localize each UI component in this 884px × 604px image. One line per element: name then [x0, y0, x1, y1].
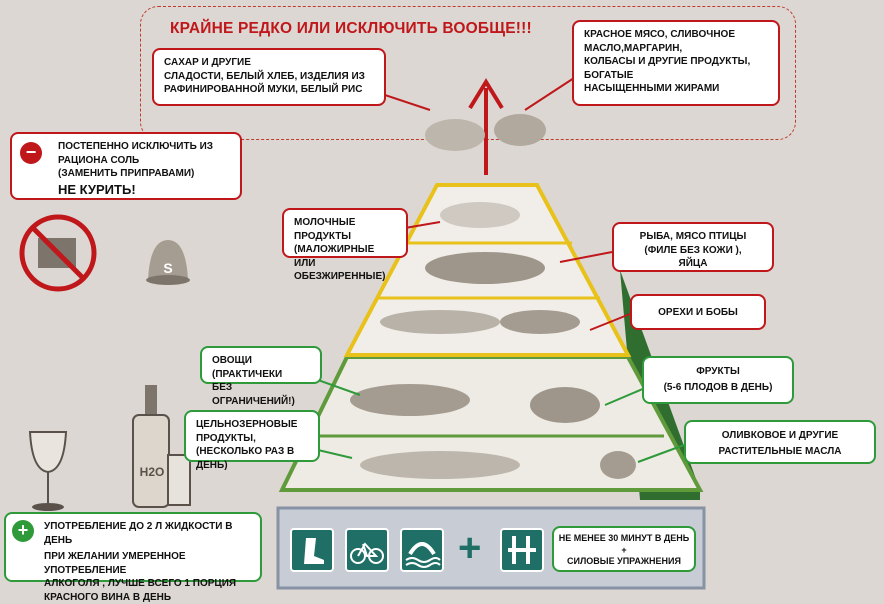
callout-line: ЦЕЛЬНОЗЕРНОВЫЕ	[196, 418, 308, 432]
no-smoking-icon	[22, 217, 94, 289]
callout-sugar: САХАР И ДРУГИЕ СЛАДОСТИ, БЕЛЫЙ ХЛЕБ, ИЗД…	[152, 48, 386, 106]
callout-line: НАСЫЩЕННЫМИ ЖИРАМИ	[584, 82, 768, 96]
callout-line: ФРУКТЫ	[654, 364, 782, 380]
callout-line: ПОСТЕПЕННО ИСКЛЮЧИТЬ ИЗ	[58, 140, 230, 154]
callout-vegetables: ОВОЩИ (ПРАКТИЧЕКИ БЕЗ ОГРАНИЧЕНИЙ!)	[200, 346, 322, 384]
callout-line: (ФИЛЕ БЕЗ КОЖИ ),	[624, 244, 762, 258]
sweets-sketch	[425, 119, 485, 151]
callout-red-meat: КРАСНОЕ МЯСО, СЛИВОЧНОЕ МАСЛО,МАРГАРИН, …	[572, 20, 780, 106]
callout-line: УПОТРЕБЛЕНИЕ ДО 2 Л ЖИДКОСТИ В ДЕНЬ	[44, 520, 250, 547]
callout-line: ПРИ ЖЕЛАНИИ УМЕРЕННОЕ УПОТРЕБЛЕНИЕ	[44, 550, 250, 577]
water-bottle-icon	[133, 385, 190, 507]
callout-line: АЛКОГОЛЯ , ЛУЧШЕ ВСЕГО 1 ПОРЦИЯ	[44, 577, 250, 591]
callout-line: МАСЛО,МАРГАРИН,	[584, 42, 768, 56]
callout-line: ОВОЩИ (ПРАКТИЧЕКИ	[212, 354, 310, 381]
callout-line: РАЦИОНА СОЛЬ	[58, 154, 230, 168]
grains-sketch	[360, 451, 520, 479]
callout-line: САХАР И ДРУГИЕ	[164, 56, 374, 70]
poultry-fish-sketch	[425, 252, 545, 284]
callout-line: КРАСНОЕ МЯСО, СЛИВОЧНОЕ	[584, 28, 768, 42]
callout-line: НЕ МЕНЕЕ 30 МИНУТ В ДЕНЬ	[558, 533, 690, 545]
wine-glass-icon	[30, 432, 66, 511]
callout-line: (ЗАМЕНИТЬ ПРИПРАВАМИ)	[58, 167, 230, 181]
walking-icon	[290, 528, 334, 572]
callout-no-smoking: НЕ КУРИТЬ!	[58, 181, 230, 199]
callout-fish: РЫБА, МЯСО ПТИЦЫ (ФИЛЕ БЕЗ КОЖИ ), ЯЙЦА	[612, 222, 774, 272]
callout-line: РАСТИТЕЛЬНЫЕ МАСЛА	[696, 444, 864, 460]
callout-line: СЛАДОСТИ, БЕЛЫЙ ХЛЕБ, ИЗДЕЛИЯ ИЗ	[164, 70, 374, 84]
plus-separator: +	[458, 528, 481, 568]
meat-sketch	[494, 114, 546, 146]
weightlifting-icon	[500, 528, 544, 572]
callout-line: СИЛОВЫЕ УПРАЖНЕНИЯ	[558, 556, 690, 568]
callout-line: ПРОДУКТЫ,	[196, 432, 308, 446]
callout-line: РАФИНИРОВАННОЙ МУКИ, БЕЛЫЙ РИС	[164, 83, 374, 97]
callout-line: ЯЙЦА	[624, 257, 762, 271]
callout-exercise: НЕ МЕНЕЕ 30 МИНУТ В ДЕНЬ + СИЛОВЫЕ УПРАЖ…	[552, 526, 696, 572]
callout-line: (НЕСКОЛЬКО РАЗ В ДЕНЬ)	[196, 445, 308, 472]
callout-line: КРАСНОГО ВИНА В ДЕНЬ	[44, 591, 250, 604]
bicycle-icon	[345, 528, 389, 572]
beans-sketch	[500, 310, 580, 334]
fruits-sketch	[530, 387, 600, 423]
callout-line: РЫБА, МЯСО ПТИЦЫ	[624, 230, 762, 244]
callout-oil: ОЛИВКОВОЕ И ДРУГИЕ РАСТИТЕЛЬНЫЕ МАСЛА	[684, 420, 876, 464]
callout-line: КОЛБАСЫ И ДРУГИЕ ПРОДУКТЫ,	[584, 55, 768, 69]
oil-sketch	[600, 451, 636, 479]
callout-line: БОГАТЫЕ	[584, 69, 768, 83]
salt-shaker-letter: S	[163, 260, 172, 276]
nuts-sketch	[380, 310, 500, 334]
callout-liquids: + УПОТРЕБЛЕНИЕ ДО 2 Л ЖИДКОСТИ В ДЕНЬ ПР…	[4, 512, 262, 582]
callout-line: ОРЕХИ И БОБЫ	[642, 302, 754, 324]
bottle-label: H2O	[140, 465, 165, 479]
swimming-icon	[400, 528, 444, 572]
callout-line: МОЛОЧНЫЕ ПРОДУКТЫ	[294, 216, 396, 243]
callout-salt: − ПОСТЕПЕННО ИСКЛЮЧИТЬ ИЗ РАЦИОНА СОЛЬ (…	[10, 132, 242, 200]
dairy-sketch	[440, 202, 520, 228]
plus-icon: +	[12, 520, 34, 542]
callout-dairy: МОЛОЧНЫЕ ПРОДУКТЫ (МАЛОЖИРНЫЕ ИЛИ ОБЕЗЖИ…	[282, 208, 408, 258]
minus-icon: −	[20, 142, 42, 164]
callout-line: (МАЛОЖИРНЫЕ ИЛИ	[294, 243, 396, 270]
callout-nuts: ОРЕХИ И БОБЫ	[630, 294, 766, 330]
callout-line: ОБЕЗЖИРЕННЫЕ)	[294, 270, 396, 284]
callout-line: +	[558, 545, 690, 557]
callout-grains: ЦЕЛЬНОЗЕРНОВЫЕ ПРОДУКТЫ, (НЕСКОЛЬКО РАЗ …	[184, 410, 320, 462]
callout-line: ОЛИВКОВОЕ И ДРУГИЕ	[696, 428, 864, 444]
callout-line: БЕЗ ОГРАНИЧЕНИЙ!)	[212, 381, 310, 408]
callout-line: (5-6 ПЛОДОВ В ДЕНЬ)	[654, 380, 782, 396]
vegetables-sketch	[350, 384, 470, 416]
callout-fruits: ФРУКТЫ (5-6 ПЛОДОВ В ДЕНЬ)	[642, 356, 794, 404]
